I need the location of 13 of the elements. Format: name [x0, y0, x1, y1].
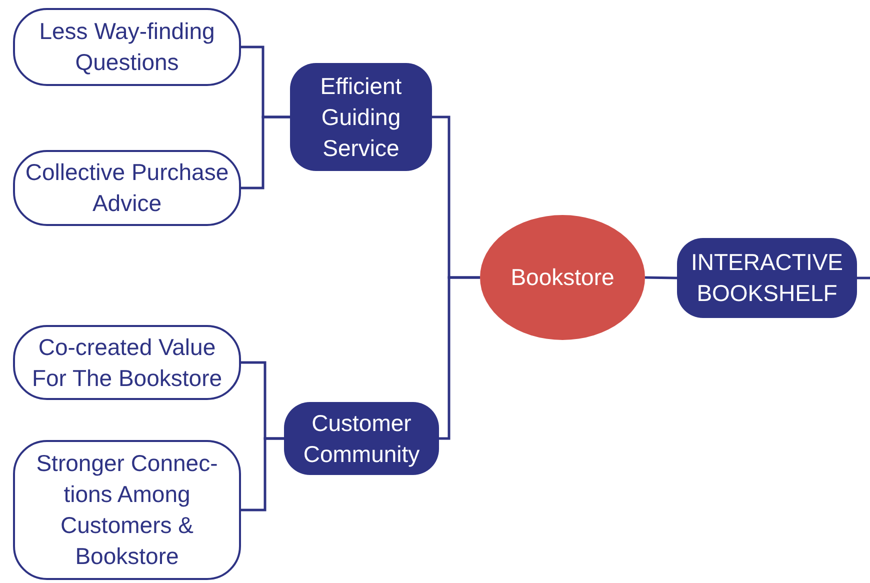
idea-box: Collective Purchase Advice [13, 150, 241, 226]
category-box: INTERACTIVE BOOKSHELF [677, 238, 857, 318]
central-ellipse: Bookstore [480, 215, 645, 340]
connector-line [241, 116, 290, 190]
category-box: Customer Community [284, 402, 439, 475]
idea-box: Less Way-finding Questions [13, 8, 241, 86]
connector-line [857, 276, 870, 280]
idea-box: Stronger Connec- tions Among Customers & Bookstore [13, 440, 241, 580]
connector-line [439, 276, 480, 440]
connector-line [644, 276, 678, 280]
category-box: Efficient Guiding Service [290, 63, 432, 171]
idea-box: Co-created Value For The Bookstore [13, 325, 241, 400]
connector-line [241, 437, 284, 512]
